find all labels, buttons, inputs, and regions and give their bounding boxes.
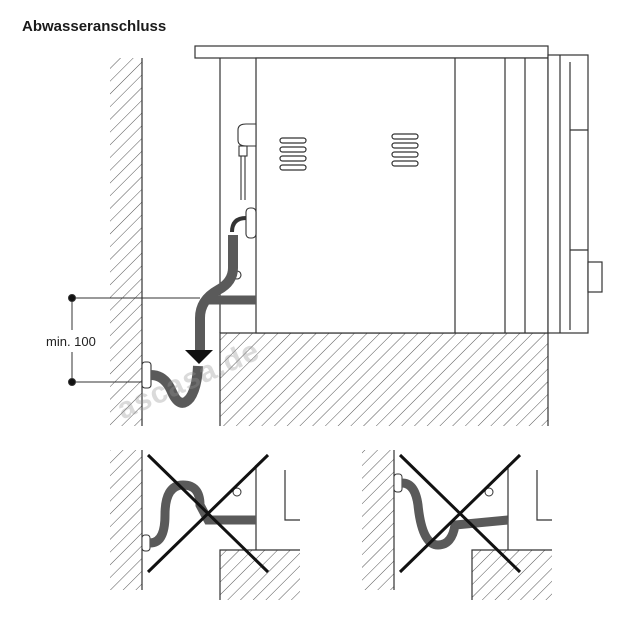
main-installation-view: [68, 45, 603, 426]
appliance-door: [547, 54, 589, 334]
countertop: [194, 45, 549, 59]
incorrect-installation-2: [362, 450, 552, 600]
vent-slots-left: [279, 137, 307, 171]
floor-plinth-hatch: [220, 333, 548, 426]
diagram-title: Abwasseranschluss: [22, 18, 167, 35]
dimension-label: min. 100: [46, 333, 96, 350]
drain-hose: [195, 235, 238, 350]
flow-arrow-icon: [185, 350, 213, 364]
wall-hatch: [110, 58, 142, 426]
siphon-trap: [150, 365, 203, 408]
vent-slots-right: [391, 133, 419, 167]
incorrect-installation-1: [110, 450, 300, 600]
dimension-marker: [68, 294, 200, 386]
appliance-body: [219, 54, 603, 334]
door-knob: [587, 261, 603, 293]
